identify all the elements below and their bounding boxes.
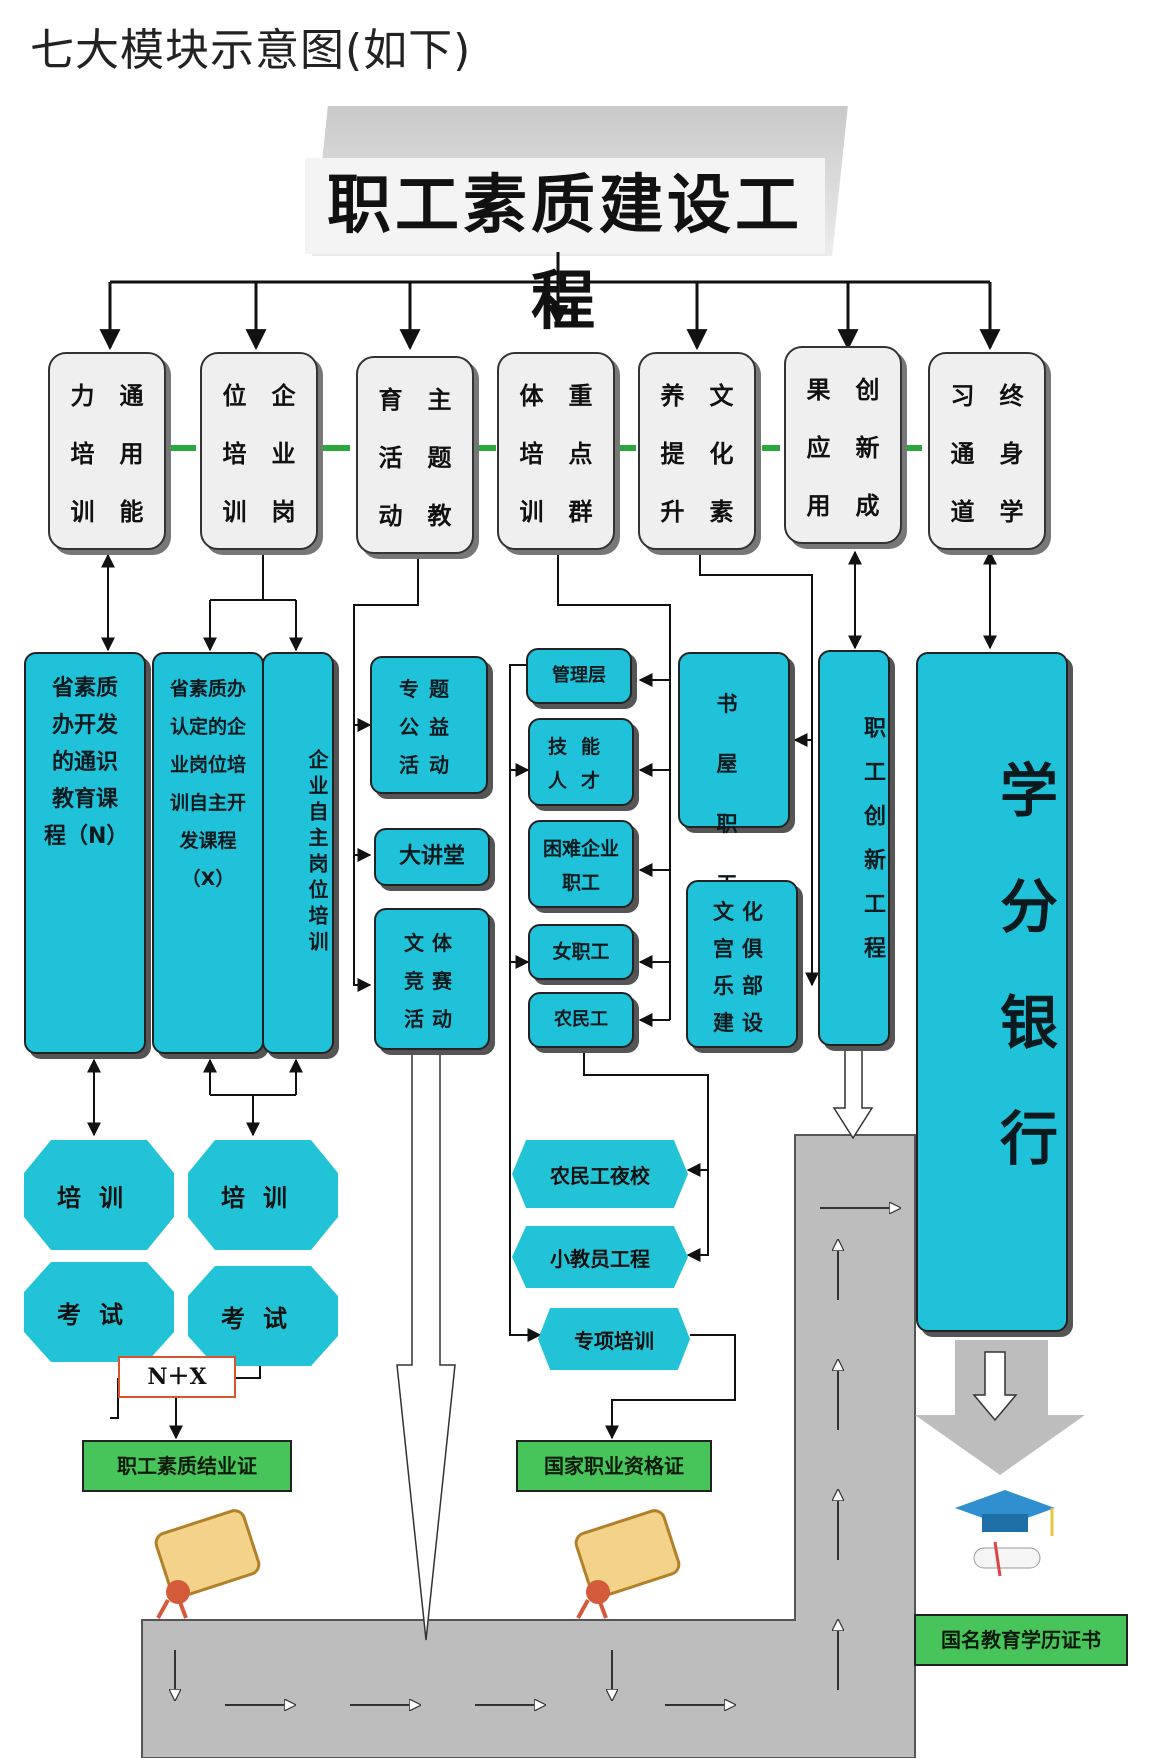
culture-palace-box: 文化宫俱乐部建设 — [686, 880, 798, 1048]
poor-worker-box: 困难企业职工 — [528, 820, 634, 908]
module-chars: 体重 培点 训群 — [499, 354, 613, 548]
module-char: 通 — [950, 439, 975, 468]
module-lifelong-learning: 习终 通身 道学 — [928, 352, 1046, 550]
module-char: 点 — [568, 439, 593, 468]
credit-bank-box: 学分银行 — [916, 652, 1068, 1332]
exam-octagon-right: 考试 — [188, 1266, 338, 1366]
module-char: 用 — [806, 491, 831, 520]
flow-path-bottom — [141, 1134, 916, 1758]
module-char: 应 — [806, 433, 831, 462]
module-char: 重 — [568, 381, 593, 410]
module-general-training: 力通 培用 训能 — [48, 352, 166, 550]
module-char: 岗 — [271, 497, 296, 526]
module-chars: 养文 提化 升素 — [640, 354, 754, 548]
night-school-box: 农民工夜校 — [512, 1140, 688, 1208]
book-house-box: 书屋职工 — [678, 652, 790, 896]
general-course-box: 省素质办开发的通识教育课程（N） — [24, 652, 146, 1054]
module-char: 身 — [999, 439, 1024, 468]
scroll-certificate-icon — [574, 1509, 681, 1619]
module-char: 培 — [519, 439, 544, 468]
train-octagon-right: 培训 — [188, 1140, 338, 1250]
module-char: 素 — [709, 497, 734, 526]
module-char: 化 — [709, 439, 734, 468]
module-char: 教 — [427, 501, 452, 530]
innovation-project-box: 职工创新工程 — [818, 650, 890, 1046]
module-char: 习 — [950, 381, 975, 410]
module-char: 养 — [660, 381, 685, 410]
vocational-certificate-label: 国家职业资格证 — [516, 1440, 712, 1492]
module-char: 果 — [806, 375, 831, 404]
module-char: 企 — [271, 381, 296, 410]
module-key-group-training: 体重 培点 训群 — [497, 352, 615, 550]
module-char: 文 — [709, 381, 734, 410]
module-char: 提 — [660, 439, 685, 468]
module-char: 升 — [660, 497, 685, 526]
public-welfare-box: 专题公益活动 — [370, 656, 488, 794]
module-char: 活 — [378, 443, 403, 472]
module-char: 题 — [427, 443, 452, 472]
module-culture-cultivation: 养文 提化 升素 — [638, 352, 756, 550]
module-char: 体 — [519, 381, 544, 410]
migrant-worker-box: 农民工 — [528, 992, 634, 1048]
skilled-talent-box: 技能人才 — [528, 718, 634, 806]
module-char: 业 — [271, 439, 296, 468]
post-course-box: 省素质办认定的企业岗位培训自主开发课程（X） — [152, 652, 264, 1054]
module-char: 群 — [568, 497, 593, 526]
diploma-certificate-label: 国名教育学历证书 — [914, 1614, 1128, 1666]
quality-certificate-label: 职工素质结业证 — [82, 1440, 292, 1492]
module-chars: 力通 培用 训能 — [50, 354, 164, 548]
special-training-box: 专项培训 — [538, 1308, 690, 1370]
module-char: 训 — [70, 497, 95, 526]
graduation-cap-icon — [955, 1490, 1055, 1577]
exam-octagon-left: 考试 — [24, 1262, 174, 1362]
module-char: 动 — [378, 501, 403, 530]
train-octagon-left: 培训 — [24, 1140, 174, 1250]
module-char: 训 — [519, 497, 544, 526]
page-title: 七大模块示意图(如下) — [30, 25, 472, 76]
lecture-box: 大讲堂 — [374, 828, 490, 886]
module-char: 力 — [70, 381, 95, 410]
module-char: 位 — [222, 381, 247, 410]
sports-box: 文体竞赛活动 — [374, 908, 490, 1050]
self-post-training-box: 企业自主岗位培训 — [262, 652, 334, 1054]
scroll-certificate-icon — [154, 1509, 261, 1619]
module-char: 通 — [119, 381, 144, 410]
module-chars: 位企 培业 训岗 — [202, 354, 316, 548]
module-char: 主 — [427, 385, 452, 414]
small-teacher-box: 小教员工程 — [512, 1226, 688, 1288]
module-theme-education: 育主 活题 动教 — [356, 356, 474, 554]
module-char: 训 — [222, 497, 247, 526]
module-post-training: 位企 培业 训岗 — [200, 352, 318, 550]
module-char: 成 — [855, 491, 880, 520]
module-char: 培 — [222, 439, 247, 468]
nx-label-box: N＋X — [118, 1356, 236, 1398]
module-char: 道 — [950, 497, 975, 526]
module-char: 终 — [999, 381, 1024, 410]
main-title: 职工素质建设工程 — [305, 158, 825, 339]
module-char: 用 — [119, 439, 144, 468]
module-char: 学 — [999, 497, 1024, 526]
module-chars: 习终 通身 道学 — [930, 354, 1044, 548]
module-char: 能 — [119, 497, 144, 526]
female-worker-box: 女职工 — [528, 924, 634, 980]
module-char: 培 — [70, 439, 95, 468]
module-chars: 果创 应新 用成 — [786, 348, 900, 542]
module-char: 育 — [378, 385, 403, 414]
module-chars: 育主 活题 动教 — [358, 358, 472, 552]
module-char: 新 — [855, 433, 880, 462]
module-innovation-application: 果创 应新 用成 — [784, 346, 902, 544]
management-box: 管理层 — [526, 648, 632, 704]
module-char: 创 — [855, 375, 880, 404]
